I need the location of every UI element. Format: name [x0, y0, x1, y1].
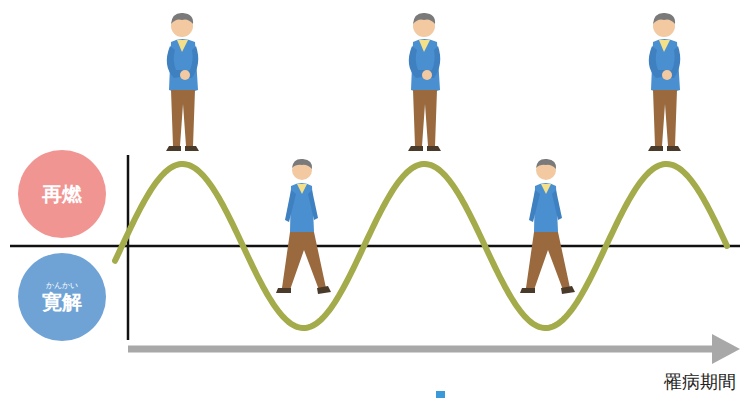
patient-relapse [408, 13, 441, 151]
relapse-circle: 再燃 [18, 150, 106, 238]
activity-wave [115, 164, 727, 328]
state-name: 再燃 [42, 183, 82, 205]
remission-circle: かんかい寛解 [18, 253, 106, 341]
patient-relapse [166, 13, 199, 151]
time-arrow [128, 346, 716, 353]
axis-label: 罹病期間 [664, 370, 736, 394]
furigana: かんかい [46, 281, 78, 291]
patient-relapse [648, 13, 681, 151]
arrow-head [712, 334, 740, 364]
y-axis [127, 155, 130, 340]
patient-remission [276, 159, 331, 294]
marker [436, 391, 445, 398]
state-name: 寛解 [42, 291, 82, 313]
patient-remission [520, 159, 575, 294]
